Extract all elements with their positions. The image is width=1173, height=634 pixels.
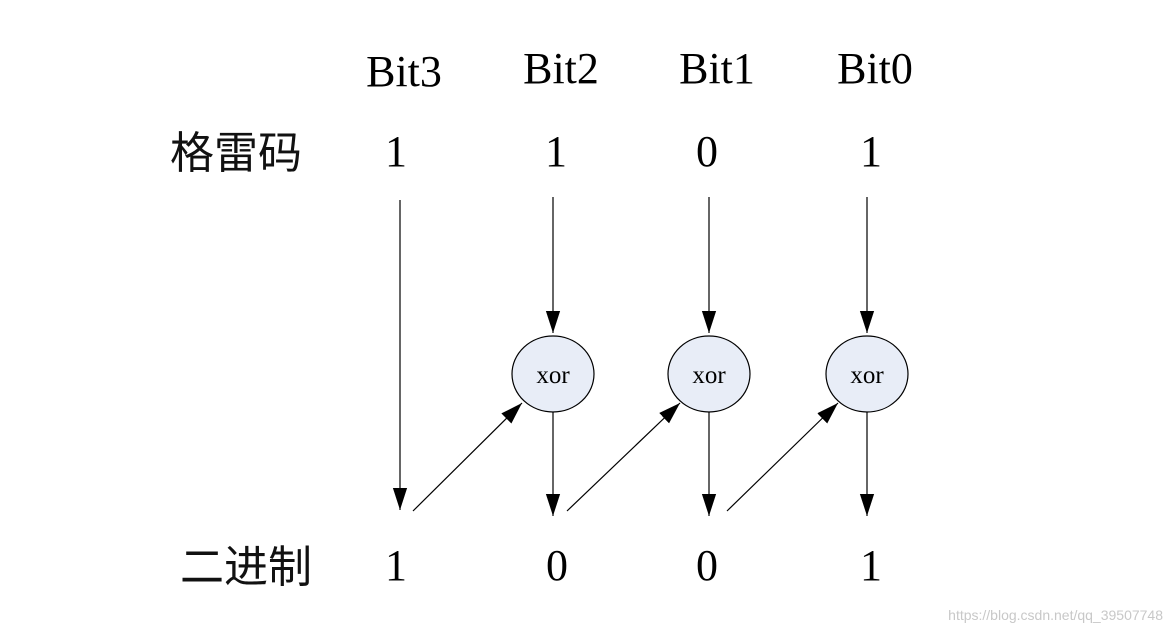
header-bit1: Bit1 bbox=[679, 44, 755, 93]
xor-gate-bit1-label: xor bbox=[692, 362, 726, 389]
gray-bit3-value: 1 bbox=[385, 127, 407, 176]
gray-code-label: 格雷码 bbox=[170, 128, 302, 179]
xor-gate-bit1: xor bbox=[667, 335, 751, 413]
header-bit0: Bit0 bbox=[837, 44, 913, 93]
xor-gate-bit2: xor bbox=[511, 335, 595, 413]
binary-bit3-value: 1 bbox=[385, 541, 407, 590]
binary-bit2-value: 0 bbox=[546, 541, 568, 590]
xor-gate-bit0: xor bbox=[825, 335, 909, 413]
edge-binary-bit2-to-xor1 bbox=[566, 402, 681, 512]
watermark: https://blog.csdn.net/qq_39507748 bbox=[948, 607, 1163, 623]
edge-binary-bit3-to-xor2 bbox=[412, 402, 523, 512]
binary-label: 二进制 bbox=[180, 542, 312, 593]
gray-bit0-value: 1 bbox=[860, 127, 882, 176]
gray-bit2-value: 1 bbox=[545, 127, 567, 176]
gray-bit1-value: 0 bbox=[696, 127, 718, 176]
xor-gate-bit2-label: xor bbox=[536, 362, 570, 389]
binary-bit0-value: 1 bbox=[860, 541, 882, 590]
binary-bit1-value: 0 bbox=[696, 541, 718, 590]
header-bit3: Bit3 bbox=[366, 47, 442, 96]
edge-binary-bit1-to-xor0 bbox=[726, 402, 839, 512]
header-bit2: Bit2 bbox=[523, 44, 599, 93]
xor-gate-bit0-label: xor bbox=[850, 362, 884, 389]
